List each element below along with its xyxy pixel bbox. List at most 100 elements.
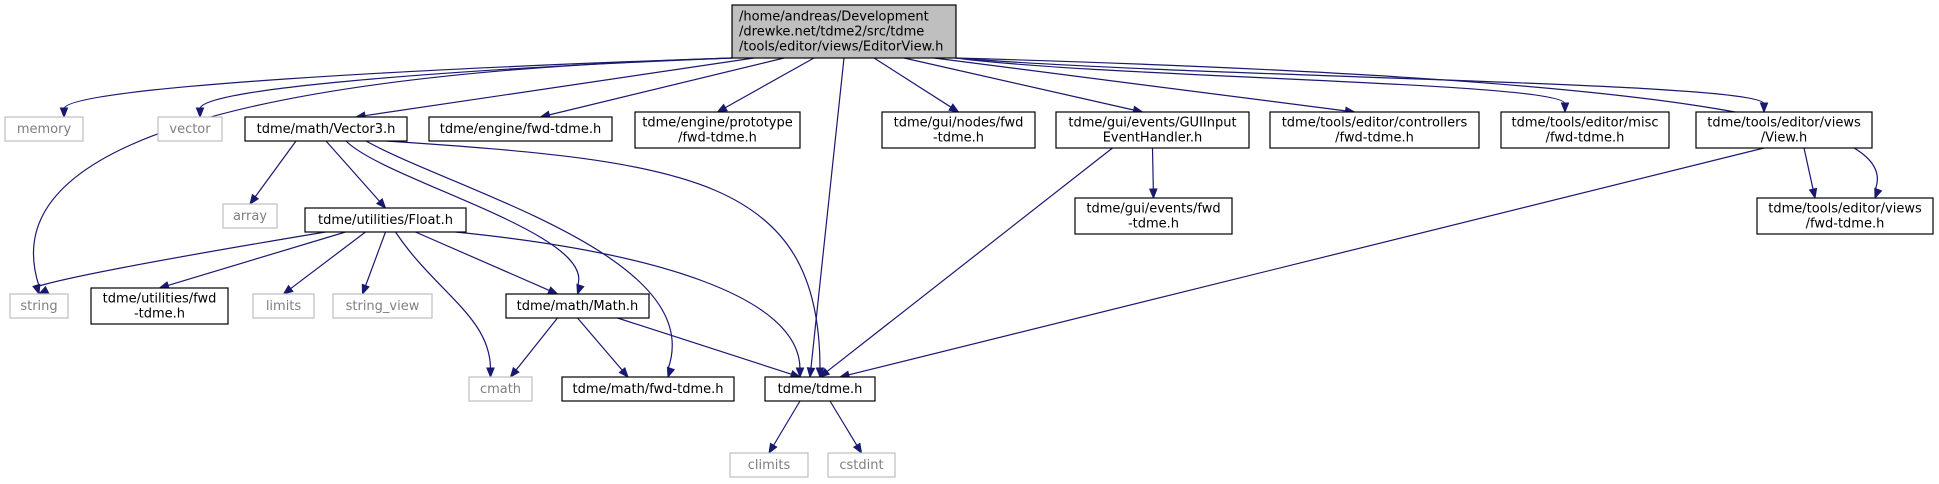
node-label-line: string_view: [346, 299, 420, 314]
node-label-line: /drewke.net/tdme2/src/tdme: [739, 25, 924, 40]
node-label-line: tdme/engine/fwd-tdme.h: [440, 122, 601, 137]
arrowhead: [1759, 102, 1769, 114]
node-prototype_fwd[interactable]: tdme/engine/prototype/fwd-tdme.h: [634, 111, 801, 149]
arrowhead: [948, 103, 960, 113]
node-label-line: /fwd-tdme.h: [1335, 131, 1414, 146]
edge-root-to-engine_fwd: [539, 57, 785, 119]
node-gui_nodes_fwd[interactable]: tdme/gui/nodes/fwd-tdme.h: [881, 111, 1036, 149]
edge-line: [617, 317, 793, 376]
node-vector: vector: [157, 116, 223, 142]
node-box: [827, 452, 896, 478]
node-array: array: [222, 203, 278, 229]
node-label-line: tdme/math/Vector3.h: [257, 122, 396, 137]
edge-math_h-to-math_fwd: [577, 317, 629, 379]
edge-line: [548, 57, 785, 116]
node-box: [304, 207, 467, 233]
node-utilities_fwd[interactable]: tdme/utilities/fwd-tdme.h: [90, 287, 229, 325]
edge-line: [955, 57, 1566, 105]
node-controllers_fwd[interactable]: tdme/tools/editor/controllers/fwd-tdme.h: [1269, 111, 1480, 149]
edge-line: [933, 57, 1347, 112]
node-box: [505, 293, 650, 319]
node-memory: memory: [4, 116, 84, 142]
edge-line: [829, 400, 858, 447]
edge-math_h-to-tdme_h: [617, 317, 802, 379]
edges-layer: [32, 57, 1883, 455]
node-root[interactable]: /home/andreas/Development/drewke.net/tdm…: [731, 4, 957, 59]
node-label-line: /fwd-tdme.h: [1806, 217, 1885, 232]
edge-float_h-to-limits: [282, 231, 366, 295]
edge-line: [364, 231, 387, 287]
node-engine_fwd[interactable]: tdme/engine/fwd-tdme.h: [428, 116, 613, 142]
node-label-line: /fwd-tdme.h: [1546, 131, 1625, 146]
node-view_h[interactable]: tdme/tools/editor/views/View.h: [1695, 111, 1873, 149]
node-limits: limits: [252, 293, 315, 319]
arrowhead: [1148, 188, 1158, 200]
node-box: [881, 111, 1036, 149]
edge-vector3-to-math_fwd: [365, 140, 676, 379]
node-misc_fwd[interactable]: tdme/tools/editor/misc/fwd-tdme.h: [1500, 111, 1670, 149]
node-box: [90, 287, 229, 325]
node-views_fwd[interactable]: tdme/tools/editor/views/fwd-tdme.h: [1756, 197, 1934, 235]
edge-float_h-to-cmath: [395, 231, 495, 379]
arrowhead: [795, 367, 805, 379]
node-box: [157, 116, 223, 142]
node-string_view: string_view: [332, 293, 433, 319]
node-vector3[interactable]: tdme/math/Vector3.h: [244, 116, 408, 142]
edge-line: [63, 57, 733, 110]
node-label-line: -tdme.h: [1128, 217, 1179, 232]
node-math_h[interactable]: tdme/math/Math.h: [505, 293, 650, 319]
edge-root-to-vector: [195, 57, 733, 119]
edge-line: [873, 57, 953, 109]
node-label-line: tdme/math/fwd-tdme.h: [572, 382, 723, 397]
node-label-line: tdme/gui/events/GUIInput: [1068, 116, 1236, 131]
edge-line: [847, 147, 1765, 376]
arrowhead: [249, 193, 260, 206]
edge-line: [385, 140, 821, 370]
arrowhead: [547, 286, 559, 295]
node-box: [332, 293, 433, 319]
node-label-line: tdme/engine/prototype: [642, 116, 792, 131]
edge-root-to-memory: [59, 57, 733, 119]
node-label-line: climits: [748, 458, 791, 473]
node-label-line: /home/andreas/Development: [739, 10, 929, 25]
node-label-line: tdme/math/Math.h: [517, 299, 639, 314]
node-string: string: [9, 293, 69, 319]
edge-line: [345, 140, 580, 287]
node-float_h[interactable]: tdme/utilities/Float.h: [304, 207, 467, 233]
edge-root-to-string: [32, 57, 733, 296]
node-label-line: /fwd-tdme.h: [678, 131, 757, 146]
node-math_fwd[interactable]: tdme/math/fwd-tdme.h: [561, 376, 735, 402]
node-label-line: /View.h: [1761, 131, 1807, 146]
edge-vector3-to-float_h: [325, 140, 387, 210]
arrowhead: [1874, 187, 1883, 200]
edge-tdme_h-to-cstdint: [829, 400, 863, 455]
edge-line: [166, 231, 346, 287]
edge-vector3-to-array: [249, 140, 297, 206]
edge-gui_input-to-tdme_h: [818, 147, 1113, 378]
arrowhead: [282, 284, 294, 295]
node-label-line: -tdme.h: [933, 131, 984, 146]
edge-gui_input-to-events_fwd: [1148, 147, 1158, 200]
node-tdme_h[interactable]: tdme/tdme.h: [764, 376, 876, 402]
arrowhead: [37, 285, 50, 295]
node-box: [729, 452, 809, 478]
arrowhead: [716, 103, 728, 113]
node-label-line: tdme/tools/editor/controllers: [1282, 116, 1468, 131]
edge-root-to-gui_nodes_fwd: [873, 57, 960, 113]
arrowhead: [818, 367, 831, 378]
edge-root-to-misc_fwd: [955, 57, 1570, 114]
edge-tdme_h-to-climits: [768, 400, 801, 455]
node-label-line: string: [20, 299, 57, 314]
node-label-line: cstdint: [839, 458, 883, 473]
node-box: [1269, 111, 1480, 149]
edge-line: [289, 231, 366, 290]
arrowhead: [852, 442, 863, 455]
node-events_fwd[interactable]: tdme/gui/events/fwd-tdme.h: [1074, 197, 1233, 235]
edge-root-to-views_fwd: [955, 57, 1883, 200]
node-label-line: EventHandler.h: [1103, 131, 1203, 146]
edge-line: [254, 140, 297, 198]
arrowhead: [806, 367, 816, 379]
edge-root-to-prototype_fwd: [716, 57, 815, 113]
